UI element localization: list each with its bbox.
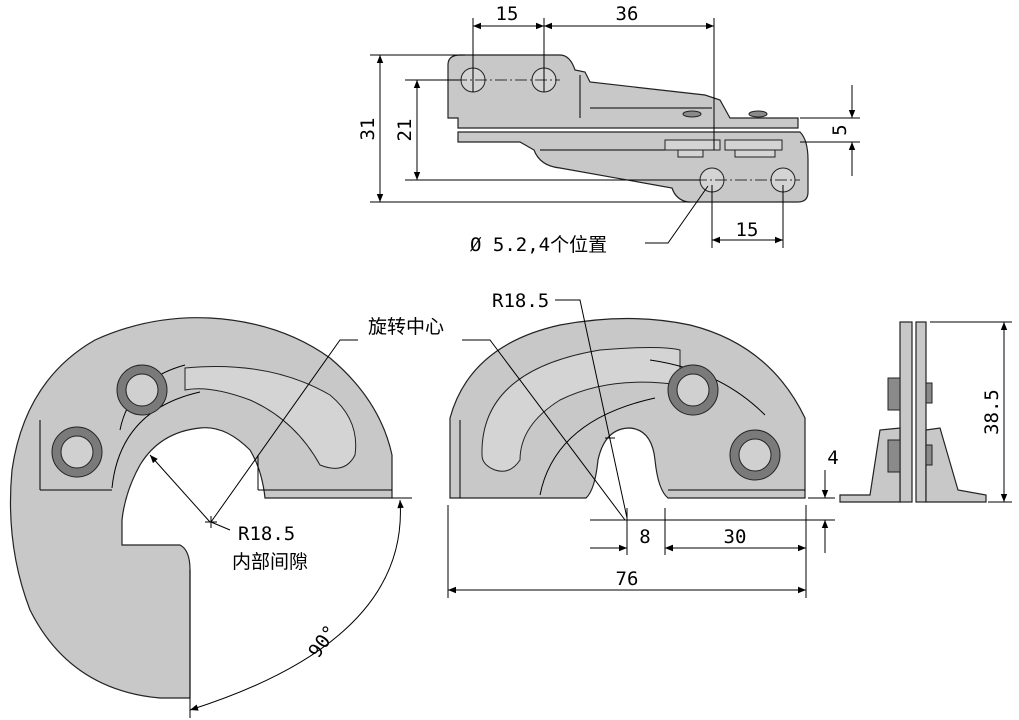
- arc-line: [539, 397, 656, 496]
- pad-right: [724, 139, 783, 151]
- bolt-bore-lower: [60, 435, 94, 469]
- left-view: [9, 317, 412, 718]
- top-view: [370, 18, 860, 248]
- bolt-bore-upper: [125, 373, 159, 407]
- rotation-center-leader: [210, 339, 358, 523]
- hole-note: Ø 5.2,4个位置: [470, 234, 607, 256]
- arc-slot-front: [481, 347, 681, 472]
- bolt-bore-upper-front: [676, 373, 710, 407]
- dim-label: 30: [724, 526, 747, 548]
- side-foot-left: [839, 427, 901, 503]
- dim-label: 36: [616, 3, 639, 25]
- pad-right-lower: [734, 149, 776, 158]
- hinge-body-front: [449, 317, 806, 499]
- rotation-center-label: 旋转中心: [368, 316, 444, 338]
- screw-head-right: [748, 110, 768, 118]
- side-plate-right: [915, 321, 927, 503]
- side-bolt-upper: [887, 377, 901, 411]
- rotation-center-leader-front: [462, 339, 626, 521]
- dim-label: 4: [827, 447, 838, 469]
- dim-label: 76: [616, 568, 639, 590]
- inner-clearance-label: 内部间隙: [232, 551, 308, 573]
- dim-line-r-inner: [149, 454, 211, 523]
- radius-label: R18.5: [492, 290, 549, 312]
- bolt-bore-lower-front: [738, 438, 772, 472]
- arc-line: [111, 391, 201, 489]
- arc-slot: [184, 366, 357, 469]
- screw-head-left: [682, 110, 702, 118]
- side-nut-upper: [925, 382, 933, 404]
- side-plate-left: [899, 321, 913, 503]
- r-leader-front: [555, 299, 628, 519]
- dim-label: 15: [736, 219, 759, 241]
- pad-left-lower: [677, 149, 704, 158]
- inner-radius-label: R18.5: [238, 523, 295, 545]
- side-foot-right: [925, 427, 987, 503]
- upper-leaf: [447, 54, 799, 129]
- dim-label: 21: [394, 119, 416, 142]
- pad-left: [664, 139, 721, 151]
- dim-label: 15: [496, 3, 519, 25]
- dim-label: 5: [829, 124, 851, 135]
- side-view: [839, 321, 1012, 503]
- side-bolt-lower: [887, 439, 901, 473]
- angle-arc-90: [189, 499, 404, 711]
- front-view: [447, 299, 835, 598]
- dim-label: 38.5: [981, 389, 1003, 435]
- hole-leader: [645, 185, 709, 244]
- r-leader: [210, 521, 231, 531]
- side-nut-lower: [925, 444, 933, 466]
- dim-label: 8: [639, 526, 650, 548]
- dim-label: 31: [357, 118, 379, 141]
